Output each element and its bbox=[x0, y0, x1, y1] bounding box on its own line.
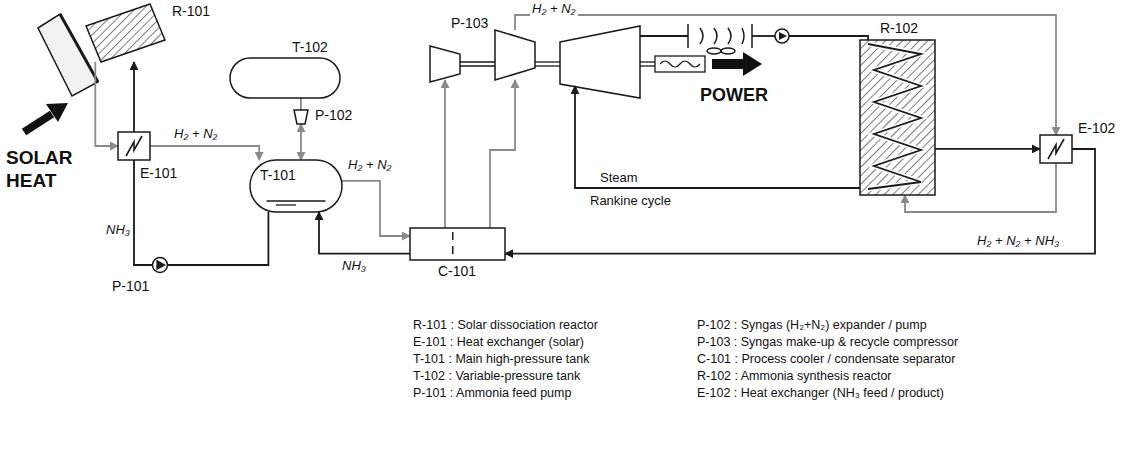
process-stream bbox=[490, 80, 515, 228]
expander-pump-outline bbox=[293, 110, 309, 124]
equipment-tag: R-102 bbox=[880, 21, 918, 36]
process-stream bbox=[168, 212, 268, 265]
cycle-label: Rankine cycle bbox=[590, 193, 671, 209]
equipment-tag: P-102 bbox=[315, 108, 352, 123]
steam-turbine bbox=[560, 26, 640, 98]
feed-pump: P-101 bbox=[152, 257, 168, 273]
solar-reactor: R-101 bbox=[80, 4, 165, 62]
storage-tank: T-102 bbox=[230, 58, 340, 98]
stream-label: H₂ + N₂ bbox=[530, 1, 578, 16]
compressor-outline bbox=[495, 30, 535, 80]
solar-heat-arrow bbox=[24, 103, 68, 132]
synthesis-reactor: R-102 bbox=[860, 40, 935, 195]
heat-exchanger: E-101 bbox=[118, 132, 150, 160]
process-stream bbox=[935, 148, 1040, 150]
feed-pump bbox=[775, 29, 789, 43]
separator-box-outline bbox=[410, 228, 505, 260]
heat-exchanger-outline bbox=[1040, 135, 1072, 163]
synthesis-reactor-outline bbox=[860, 40, 935, 195]
power-label: POWER bbox=[700, 84, 768, 106]
process-stream bbox=[150, 146, 259, 160]
process-stream bbox=[505, 149, 1095, 254]
equipment-tag: T-101 bbox=[260, 168, 296, 183]
legend-line: T-102 : Variable-pressure tank bbox=[413, 369, 580, 384]
condenser bbox=[688, 24, 752, 54]
legend-line: T-101 : Main high-pressure tank bbox=[413, 352, 589, 367]
separator-box: C-101 bbox=[410, 228, 505, 260]
legend-line: C-101 : Process cooler / condensate sepa… bbox=[697, 352, 955, 367]
cycle-label: Steam bbox=[600, 170, 638, 186]
feed-pump-outline bbox=[152, 257, 168, 273]
legend-line: E-102 : Heat exchanger (NH₃ feed / produ… bbox=[697, 386, 944, 401]
process-stream bbox=[515, 15, 1056, 135]
process-stream bbox=[300, 98, 302, 110]
steam-loop bbox=[575, 36, 868, 188]
legend-line: P-101 : Ammonia feed pump bbox=[413, 386, 571, 401]
legend-line: P-103 : Syngas make-up & recycle compres… bbox=[697, 335, 958, 350]
solar-reactor-outline bbox=[80, 4, 165, 62]
equipment-tag: T-102 bbox=[292, 40, 328, 55]
equipment-tag: E-101 bbox=[140, 166, 177, 181]
heat-exchanger-outline bbox=[118, 132, 150, 160]
storage-tank-outline bbox=[230, 58, 340, 98]
heading-text: SOLAR HEAT bbox=[6, 146, 90, 192]
heat-exchanger: E-102 bbox=[1040, 135, 1072, 163]
legend-line: R-102 : Ammonia synthesis reactor bbox=[697, 369, 892, 384]
stream-label: H₂ + N₂ bbox=[346, 157, 394, 172]
equipment-tag: P-101 bbox=[112, 279, 149, 294]
stream-label: H₂ + N₂ + NH₃ bbox=[975, 233, 1061, 248]
process-stream bbox=[133, 62, 135, 132]
equipment-tag: R-101 bbox=[172, 4, 210, 19]
recycle-line bbox=[444, 80, 446, 228]
expander-pump: P-102 bbox=[293, 110, 309, 124]
legend-line: R-101 : Solar dissociation reactor bbox=[413, 318, 598, 333]
compressor-stage bbox=[430, 46, 460, 82]
stream-label: NH₃ bbox=[104, 222, 132, 237]
stream-label: NH₃ bbox=[340, 258, 368, 273]
compressor: P-103 bbox=[495, 30, 535, 80]
power-arrow bbox=[712, 52, 762, 76]
process-stream bbox=[95, 62, 118, 146]
legend-line: P-102 : Syngas (H₂+N₂) expander / pump bbox=[697, 318, 927, 333]
storage-tank: T-101 bbox=[250, 160, 342, 212]
process-stream bbox=[300, 124, 302, 160]
equipment-tag: C-101 bbox=[438, 264, 476, 279]
legend-line: E-101 : Heat exchanger (solar) bbox=[413, 335, 584, 350]
stream-label: H₂ + N₂ bbox=[172, 126, 220, 141]
generator bbox=[655, 56, 705, 72]
process-stream bbox=[319, 212, 410, 254]
equipment-tag: E-102 bbox=[1078, 121, 1115, 136]
process-stream bbox=[342, 181, 410, 236]
equipment-tag: P-103 bbox=[451, 16, 488, 31]
